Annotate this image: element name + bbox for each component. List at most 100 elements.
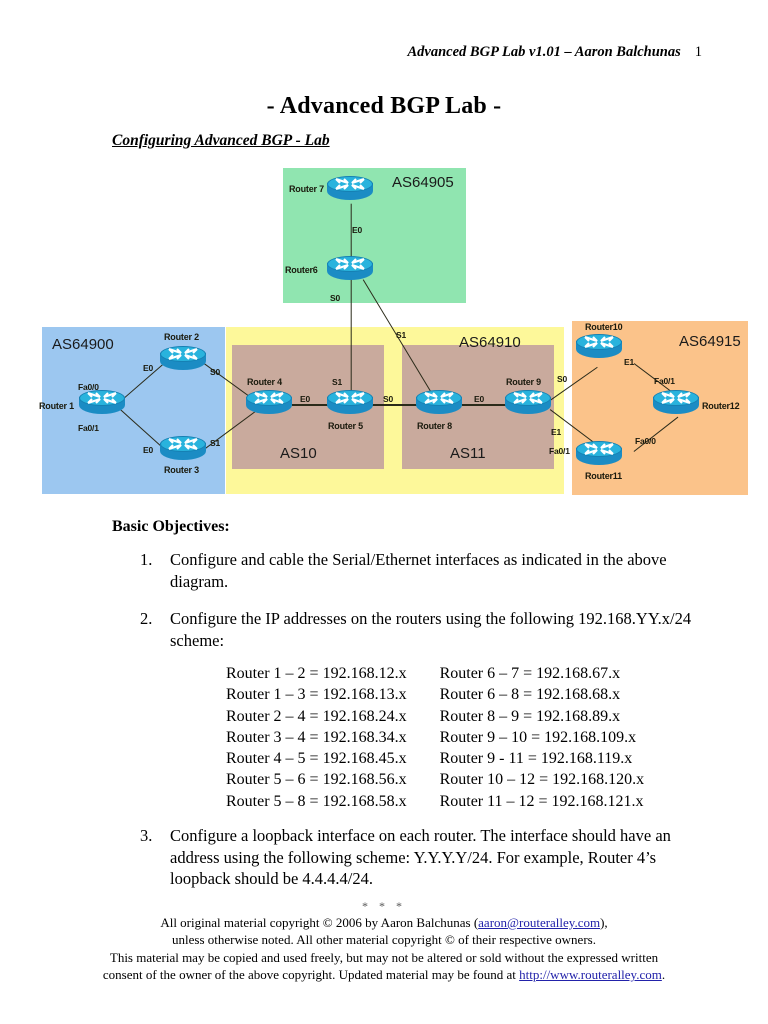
header-title: Advanced BGP Lab v1.01 – Aaron Balchunas: [407, 44, 681, 60]
router-label-router11: Router11: [585, 471, 622, 481]
ip-entry-right: Router 6 – 8 = 192.168.68.x: [439, 686, 621, 704]
router-arrows-icon: [512, 390, 544, 406]
objective-text: Configure and cable the Serial/Ethernet …: [170, 550, 667, 591]
interface-label-r5-s0: S0: [383, 394, 393, 404]
interface-label-r12-fa00: Fa0/0: [635, 436, 656, 446]
interface-label-r2-e0: E0: [143, 363, 153, 373]
interface-label-r1-fa00: Fa0/0: [78, 382, 99, 392]
ip-entry-right: Router 10 – 12 = 192.168.120.x: [439, 771, 645, 789]
table-row: Router 4 – 5 = 192.168.45.x Router 9 - 1…: [226, 748, 644, 769]
router-icon-router12[interactable]: [653, 390, 699, 418]
footer-text-before-email: All original material copyright © 2006 b…: [160, 915, 479, 930]
router-arrows-icon: [423, 390, 455, 406]
router-icon-router1[interactable]: [79, 390, 125, 418]
interface-label-r6-e0: E0: [352, 225, 362, 235]
page-title: - Advanced BGP Lab -: [266, 93, 502, 119]
region-label-as64915: AS64915: [679, 333, 741, 350]
ip-entry-right: Router 8 – 9 = 192.168.89.x: [439, 707, 621, 725]
objective-item-3: 3. Configure a loopback interface on eac…: [112, 825, 692, 890]
interface-label-r2-s0: S0: [210, 367, 220, 377]
router-icon-router10[interactable]: [576, 334, 622, 362]
router-label-router5: Router 5: [328, 421, 363, 431]
email-link[interactable]: aaron@routeralley.com: [478, 915, 601, 930]
region-label-as11: AS11: [450, 445, 486, 462]
ip-entry-right: Router 9 - 11 = 192.168.119.x: [439, 750, 633, 768]
ip-address-table: Router 1 – 2 = 192.168.12.x Router 6 – 7…: [226, 663, 644, 812]
region-label-as10: AS10: [280, 445, 317, 462]
table-row: Router 5 – 8 = 192.168.58.x Router 11 – …: [226, 791, 644, 812]
router-icon-router8[interactable]: [416, 390, 462, 418]
ip-entry-left: Router 3 – 4 = 192.168.34.x: [226, 728, 407, 746]
router-label-router8: Router 8: [417, 421, 452, 431]
link-r6-r5: [350, 278, 352, 401]
ip-entry-left: Router 5 – 6 = 192.168.56.x: [226, 771, 407, 789]
interface-label-r11-fa01: Fa0/1: [549, 446, 570, 456]
router-label-router1: Router 1: [39, 401, 74, 411]
interface-label-r5-s1: S1: [332, 377, 342, 387]
footer-line-4: consent of the owner of the above copyri…: [0, 966, 768, 983]
network-topology-diagram: AS64905 AS64900 AS64910 AS64915 AS10 AS1…: [0, 160, 768, 505]
interface-label-r3-e0: E0: [143, 445, 153, 455]
footer-text-before-url: consent of the owner of the above copyri…: [102, 967, 520, 983]
ip-entry-right: Router 11 – 12 = 192.168.121.x: [439, 792, 644, 810]
region-label-as64910: AS64910: [459, 334, 521, 351]
router-arrows-icon: [583, 441, 615, 457]
objective-item-2: 2. Configure the IP addresses on the rou…: [112, 608, 692, 651]
link-r4-r5: [292, 404, 332, 406]
interface-label-r9-s0: S0: [557, 374, 567, 384]
router-icon-router9[interactable]: [505, 390, 551, 418]
table-row: Router 5 – 6 = 192.168.56.x Router 10 – …: [226, 769, 644, 790]
interface-label-r10-e1: E1: [624, 357, 634, 367]
ip-entry-left: Router 5 – 8 = 192.168.58.x: [226, 792, 407, 810]
router-arrows-icon: [660, 390, 692, 406]
router-label-router4: Router 4: [247, 377, 282, 387]
table-row: Router 1 – 2 = 192.168.12.x Router 6 – 7…: [226, 663, 644, 684]
ip-entry-right: Router 9 – 10 = 192.168.109.x: [439, 728, 637, 746]
router-icon-router7[interactable]: [327, 176, 373, 204]
router-arrows-icon: [167, 436, 199, 452]
objective-number: 2.: [140, 609, 153, 628]
ip-entry-right: Router 6 – 7 = 192.168.67.x: [439, 665, 621, 682]
region-label-as64900: AS64900: [52, 336, 114, 353]
footer-text-after-email: ),: [600, 915, 608, 930]
router-label-router12: Router12: [702, 401, 740, 411]
router-icon-router2[interactable]: [160, 346, 206, 374]
section-title: Configuring Advanced BGP - Lab: [112, 132, 330, 149]
objective-number: 3.: [140, 826, 153, 845]
router-icon-router3[interactable]: [160, 436, 206, 464]
interface-label-r6-s0: S0: [330, 293, 340, 303]
link-r5-r8: [372, 404, 420, 406]
router-arrows-icon: [86, 390, 118, 406]
interface-label-r3-s1: S1: [210, 438, 220, 448]
page-header: Advanced BGP Lab v1.01 – Aaron Balchunas…: [0, 44, 768, 61]
objective-item-1: 1. Configure and cable the Serial/Ethern…: [112, 549, 692, 592]
ip-entry-left: Router 2 – 4 = 192.168.24.x: [226, 707, 407, 725]
router-label-router2: Router 2: [164, 332, 199, 342]
router-icon-router4[interactable]: [246, 390, 292, 418]
router-icon-router11[interactable]: [576, 441, 622, 469]
footer-line-3: This material may be copied and used fre…: [109, 949, 659, 965]
interface-label-r12-fa01: Fa0/1: [654, 376, 675, 386]
router-arrows-icon: [334, 390, 366, 406]
ip-entry-left: Router 1 – 2 = 192.168.12.x: [226, 665, 407, 682]
objective-number: 1.: [140, 550, 153, 569]
router-arrows-icon: [583, 334, 615, 350]
router-label-router6: Router6: [285, 265, 318, 275]
objective-text: Configure the IP addresses on the router…: [170, 609, 692, 650]
footer-line-2: unless otherwise noted. All other materi…: [172, 932, 596, 948]
objectives-list: 1. Configure and cable the Serial/Ethern…: [112, 549, 692, 667]
interface-label-r1-fa01: Fa0/1: [78, 423, 99, 433]
ip-entry-left: Router 4 – 5 = 192.168.45.x: [226, 750, 407, 768]
router-label-router3: Router 3: [164, 465, 199, 475]
router-label-router10: Router10: [585, 322, 623, 332]
router-arrows-icon: [167, 346, 199, 362]
interface-label-r9-e1: E1: [551, 427, 561, 437]
router-icon-router6[interactable]: [327, 256, 373, 284]
table-row: Router 2 – 4 = 192.168.24.x Router 8 – 9…: [226, 706, 644, 727]
website-link[interactable]: http://www.routeralley.com: [519, 967, 662, 983]
page-number: 1: [694, 44, 702, 60]
table-row: Router 3 – 4 = 192.168.34.x Router 9 – 1…: [226, 727, 644, 748]
footer-line-1: All original material copyright © 2006 b…: [0, 914, 768, 931]
router-icon-router5[interactable]: [327, 390, 373, 418]
interface-label-r6-s1: S1: [396, 330, 406, 340]
